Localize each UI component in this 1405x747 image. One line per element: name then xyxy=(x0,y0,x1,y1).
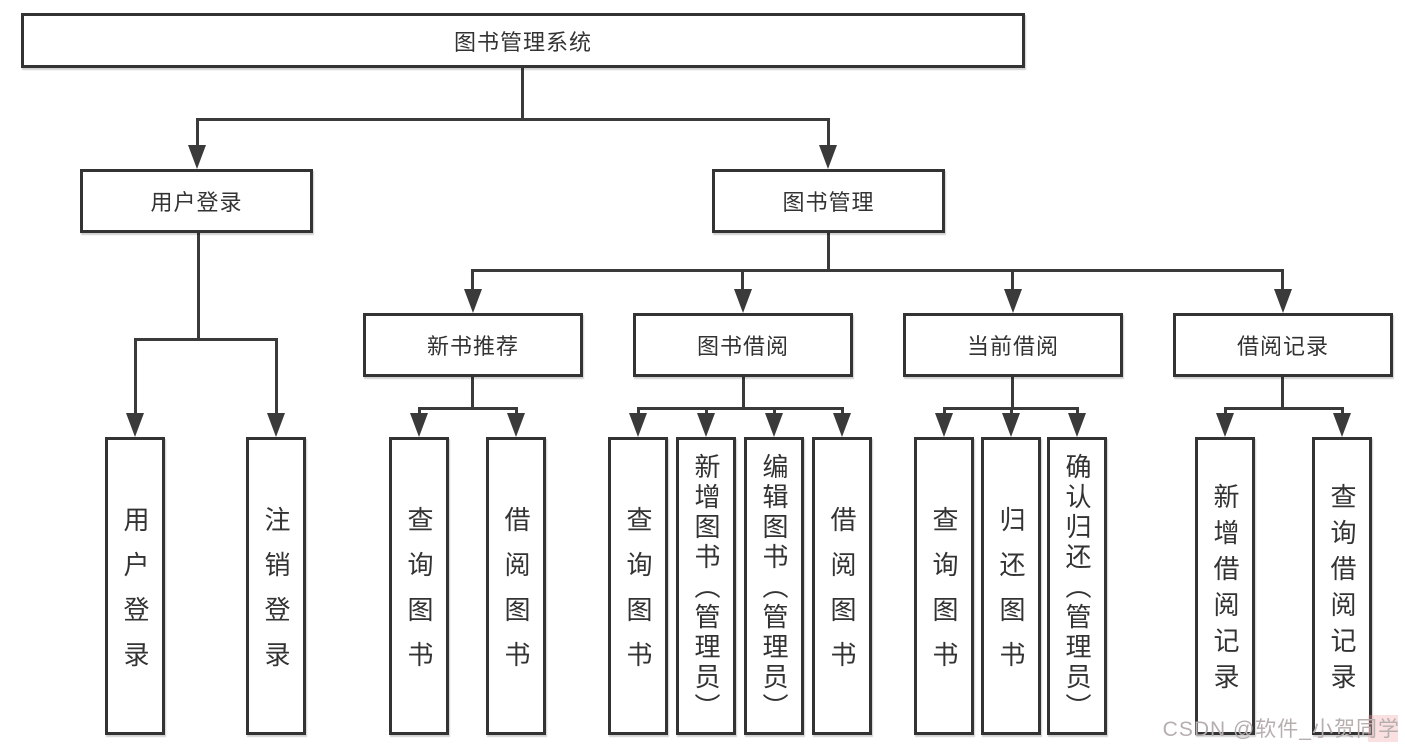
connector-root-stub xyxy=(521,68,524,120)
leaf-query-books-borrowing: 查询图书 xyxy=(608,437,668,735)
connector-arrow-stem xyxy=(134,338,137,415)
node-label: 用户登录 xyxy=(120,505,150,686)
arrow-down-icon xyxy=(1274,289,1292,313)
connector-arrow-stem xyxy=(637,407,640,417)
leaf-borrow-books-recommend: 借阅图书 xyxy=(486,437,546,735)
leaf-add-books-admin: 新增图书（管理员） xyxy=(676,437,736,735)
connector-arrow-stem xyxy=(1010,407,1013,417)
arrow-down-icon xyxy=(1216,413,1234,437)
arrow-down-icon xyxy=(819,145,837,169)
watermark: CSDN @软件_小贺同学 xyxy=(1162,718,1400,741)
leaf-add-borrow-record: 新增借阅记录 xyxy=(1195,437,1255,735)
connector-user-login-branch xyxy=(134,338,278,341)
leaf-edit-books-admin: 编辑图书（管理员） xyxy=(744,437,804,735)
watermark-highlight xyxy=(1368,715,1398,742)
connector-book-mgmt-stub xyxy=(827,233,830,271)
leaf-logout-login: 注销登录 xyxy=(246,437,306,735)
node-label: 借阅记录 xyxy=(1236,334,1329,359)
connector-records-stub xyxy=(1281,377,1284,409)
node-new-book-recommendation: 新书推荐 xyxy=(363,313,583,377)
connector-arrow-stem xyxy=(471,269,474,291)
connector-user-login-stub xyxy=(197,233,200,340)
arrow-down-icon xyxy=(126,413,144,437)
node-label: 新增借阅记录 xyxy=(1210,483,1240,699)
node-label: 编辑图书（管理员） xyxy=(759,453,789,723)
connector-level3-branch xyxy=(471,269,1284,272)
connector-arrow-stem xyxy=(1224,407,1227,417)
node-label: 图书管理系统 xyxy=(453,29,592,55)
arrow-down-icon xyxy=(1004,289,1022,313)
leaf-query-borrow-record: 查询借阅记录 xyxy=(1312,437,1372,735)
node-label: 注销登录 xyxy=(261,505,291,686)
arrow-down-icon xyxy=(507,413,525,437)
arrow-down-icon xyxy=(464,289,482,313)
connector-level2-branch xyxy=(197,118,830,121)
node-label: 查询图书 xyxy=(404,505,434,686)
connector-recommend-branch xyxy=(418,407,518,410)
node-label: 归还图书 xyxy=(996,505,1026,686)
connector-arrow-stem xyxy=(841,407,844,417)
arrow-down-icon xyxy=(1002,413,1020,437)
node-label: 查询图书 xyxy=(929,505,959,686)
node-library-management-system: 图书管理系统 xyxy=(21,13,1025,68)
connector-arrow-stem xyxy=(1341,407,1344,417)
node-label: 借阅图书 xyxy=(827,505,857,686)
arrow-down-icon xyxy=(629,413,647,437)
connector-records-branch xyxy=(1224,407,1344,410)
node-label: 查询借阅记录 xyxy=(1327,483,1357,699)
connector-arrow-stem xyxy=(275,338,278,415)
arrow-down-icon xyxy=(410,413,428,437)
connector-arrow-stem xyxy=(515,407,518,417)
node-label: 图书借阅 xyxy=(696,334,789,359)
leaf-query-books-current: 查询图书 xyxy=(914,437,974,735)
node-label: 图书管理 xyxy=(782,190,875,215)
connector-arrow-stem xyxy=(773,407,776,417)
connector-arrow-stem xyxy=(418,407,421,417)
connector-borrowing-stub xyxy=(742,377,745,409)
connector-arrow-stem xyxy=(943,407,946,417)
arrow-down-icon xyxy=(935,413,953,437)
leaf-user-login: 用户登录 xyxy=(105,437,165,735)
node-current-borrowing: 当前借阅 xyxy=(903,313,1123,377)
node-label: 新增图书（管理员） xyxy=(691,453,721,723)
node-label: 用户登录 xyxy=(150,190,243,215)
node-label: 查询图书 xyxy=(623,505,653,686)
arrow-down-icon xyxy=(833,413,851,437)
connector-arrow-stem xyxy=(1281,269,1284,291)
arrow-down-icon xyxy=(734,289,752,313)
node-label: 当前借阅 xyxy=(966,334,1059,359)
leaf-return-books: 归还图书 xyxy=(981,437,1041,735)
connector-arrow-stem xyxy=(196,118,199,148)
connector-arrow-stem xyxy=(827,118,830,148)
connector-arrow-stem xyxy=(705,407,708,417)
arrow-down-icon xyxy=(765,413,783,437)
node-label: 借阅图书 xyxy=(501,505,531,686)
node-book-management: 图书管理 xyxy=(712,169,945,233)
arrow-down-icon xyxy=(697,413,715,437)
leaf-borrow-books-borrowing: 借阅图书 xyxy=(812,437,872,735)
leaf-confirm-return-admin: 确认归还（管理员） xyxy=(1047,437,1107,735)
connector-recommend-stub xyxy=(471,377,474,409)
arrow-down-icon xyxy=(267,413,285,437)
connector-arrow-stem xyxy=(1076,407,1079,417)
node-user-login: 用户登录 xyxy=(80,169,313,233)
connector-current-stub xyxy=(1011,377,1014,409)
connector-arrow-stem xyxy=(1011,269,1014,291)
node-book-borrowing: 图书借阅 xyxy=(633,313,853,377)
arrow-down-icon xyxy=(188,145,206,169)
node-label: 新书推荐 xyxy=(426,334,519,359)
node-borrowing-records: 借阅记录 xyxy=(1173,313,1393,377)
leaf-query-books-recommend: 查询图书 xyxy=(389,437,449,735)
node-label: 确认归还（管理员） xyxy=(1062,453,1092,723)
arrow-down-icon xyxy=(1068,413,1086,437)
arrow-down-icon xyxy=(1333,413,1351,437)
connector-borrowing-branch xyxy=(637,407,844,410)
connector-arrow-stem xyxy=(741,269,744,291)
